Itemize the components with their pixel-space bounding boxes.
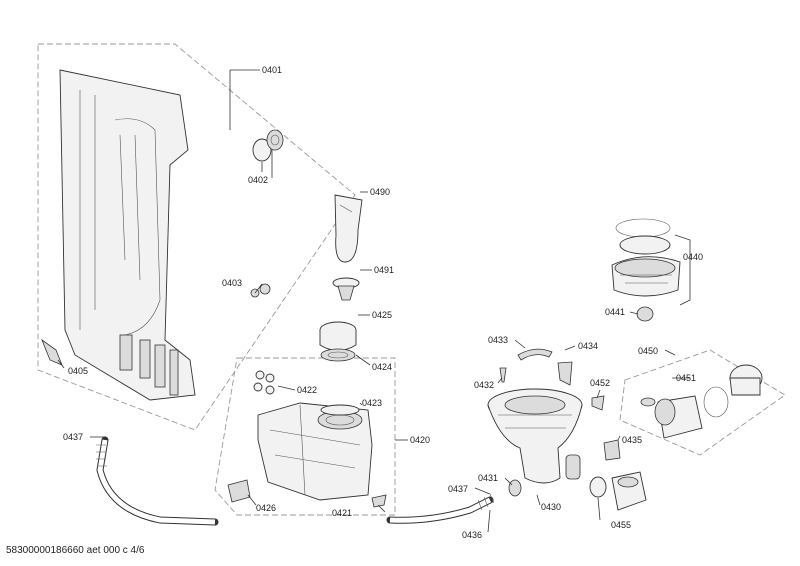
label-0402: 0402 xyxy=(248,175,268,185)
hose-fitting-part xyxy=(508,479,522,497)
side-panel-part xyxy=(59,69,196,401)
seal-rings-part xyxy=(252,129,284,162)
filter-cylinder-part xyxy=(319,321,357,362)
document-reference-footer: 58300000186660 aet 000 c 4/6 xyxy=(6,545,145,556)
sump-seal-arc-part xyxy=(517,348,553,361)
label-0436: 0436 xyxy=(462,530,482,540)
label-0423: 0423 xyxy=(362,398,382,408)
label-0432: 0432 xyxy=(474,380,494,390)
leader-lines xyxy=(57,69,691,533)
dispenser-part xyxy=(334,194,363,263)
pump-sump-part xyxy=(487,388,583,484)
outline-pump-group xyxy=(619,349,786,456)
outline-frame-group xyxy=(37,43,356,431)
label-0455: 0455 xyxy=(611,520,631,530)
label-0452: 0452 xyxy=(590,378,610,388)
circulation-pump-part xyxy=(589,471,647,511)
label-0441: 0441 xyxy=(605,307,625,317)
label-0426: 0426 xyxy=(256,503,276,513)
label-0424: 0424 xyxy=(372,362,392,372)
label-0405: 0405 xyxy=(68,366,88,376)
valve-part xyxy=(636,306,654,322)
sensor-part xyxy=(603,439,621,461)
label-0435: 0435 xyxy=(622,435,642,445)
sump-housing-part xyxy=(257,402,373,501)
cup-part xyxy=(332,277,360,301)
label-0421: 0421 xyxy=(332,508,352,518)
label-0491: 0491 xyxy=(374,265,394,275)
label-0431: 0431 xyxy=(478,473,498,483)
small-clip-part xyxy=(371,494,387,508)
label-0422: 0422 xyxy=(297,385,317,395)
label-0451: 0451 xyxy=(676,373,696,383)
label-0430: 0430 xyxy=(541,502,561,512)
label-0425: 0425 xyxy=(372,310,392,320)
group-outlines xyxy=(37,43,786,516)
small-bracket-part xyxy=(591,395,605,411)
label-0403: 0403 xyxy=(222,278,242,288)
water-switch-part xyxy=(611,218,681,297)
label-0440: 0440 xyxy=(683,252,703,262)
small-seals-part xyxy=(253,370,275,395)
connector-part xyxy=(227,479,251,503)
part-labels: 0401 0402 0403 0405 0437 0490 0491 0425 … xyxy=(63,65,703,540)
label-0420: 0420 xyxy=(410,435,430,445)
drain-pump-part xyxy=(640,364,763,439)
label-0490: 0490 xyxy=(370,187,390,197)
label-0433: 0433 xyxy=(488,335,508,345)
label-0434: 0434 xyxy=(578,341,598,351)
label-0401: 0401 xyxy=(262,65,282,75)
label-0437-right: 0437 xyxy=(448,484,468,494)
label-0437-left: 0437 xyxy=(63,432,83,442)
drain-hose-left xyxy=(96,436,219,526)
label-0450: 0450 xyxy=(638,346,658,356)
outline-sump-group xyxy=(214,357,396,516)
bracket-part xyxy=(557,361,573,386)
